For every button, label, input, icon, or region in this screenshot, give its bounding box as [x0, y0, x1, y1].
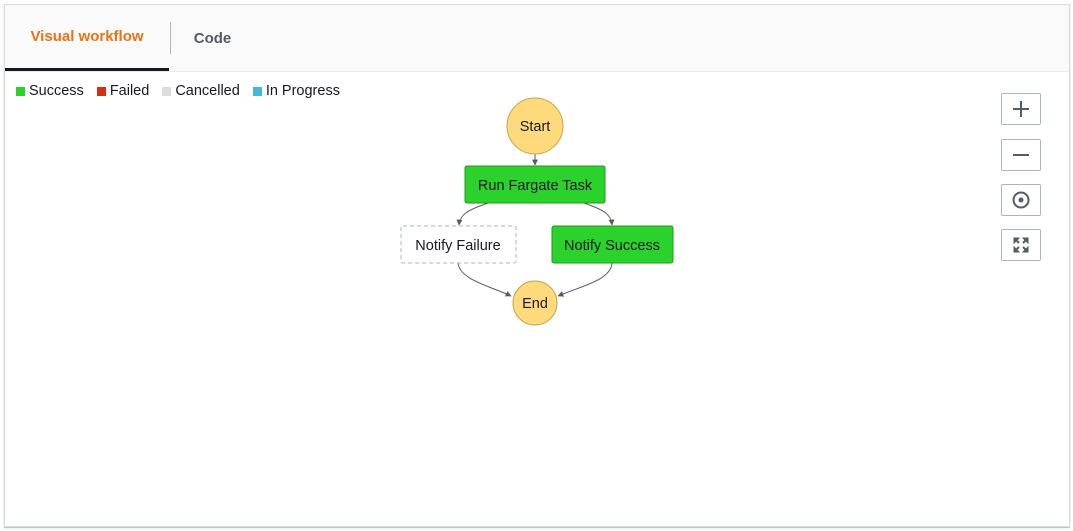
zoom-in-icon — [1013, 101, 1029, 117]
tab-divider — [170, 22, 171, 54]
workflow-edges — [456, 154, 615, 297]
legend-label: Cancelled — [175, 83, 240, 99]
node-label: End — [522, 296, 548, 312]
center-button[interactable] — [1001, 184, 1041, 216]
status-legend: Success Failed Cancelled In Progress — [16, 83, 340, 99]
node-label: Start — [520, 119, 551, 135]
tab-bar: Visual workflow Code — [5, 5, 1069, 72]
legend-swatch — [162, 86, 172, 96]
tab-code[interactable]: Code — [193, 29, 232, 47]
legend-swatch — [252, 86, 262, 96]
node-label: Notify Failure — [415, 238, 500, 254]
tab-visual-workflow[interactable]: Visual workflow — [5, 5, 169, 71]
legend-item-cancelled: Cancelled — [162, 83, 240, 99]
legend-label: Success — [29, 83, 84, 99]
zoom-out-icon — [1013, 154, 1029, 156]
legend-item-failed: Failed — [96, 83, 150, 99]
zoom-in-button[interactable] — [1001, 93, 1041, 125]
fit-screen-icon — [1013, 237, 1029, 253]
node-notify-failure[interactable]: Notify Failure — [400, 225, 517, 264]
legend-item-success: Success — [16, 83, 84, 99]
legend-swatch — [16, 86, 25, 96]
legend-swatch — [96, 86, 106, 96]
edge-run-task-to-notify-success — [583, 202, 615, 226]
node-end[interactable]: End — [512, 280, 558, 326]
center-icon — [1012, 191, 1030, 209]
node-label: Run Fargate Task — [478, 178, 593, 194]
legend-item-in-progress: In Progress — [252, 83, 340, 99]
edge-notify-failure-to-end — [457, 262, 512, 297]
edge-notify-success-to-end — [557, 262, 613, 297]
node-notify-success[interactable]: Notify Success — [551, 225, 674, 264]
workflow-panel: Visual workflow Code — [4, 4, 1070, 527]
legend-label: In Progress — [265, 83, 340, 99]
node-label: Notify Success — [564, 238, 660, 254]
edge-run-task-to-notify-failure — [456, 202, 489, 226]
node-start[interactable]: Start — [506, 97, 564, 155]
legend-label: Failed — [109, 83, 150, 99]
zoom-out-button[interactable] — [1001, 139, 1041, 171]
node-run-fargate-task[interactable]: Run Fargate Task — [464, 165, 606, 204]
fit-screen-button[interactable] — [1001, 229, 1041, 261]
